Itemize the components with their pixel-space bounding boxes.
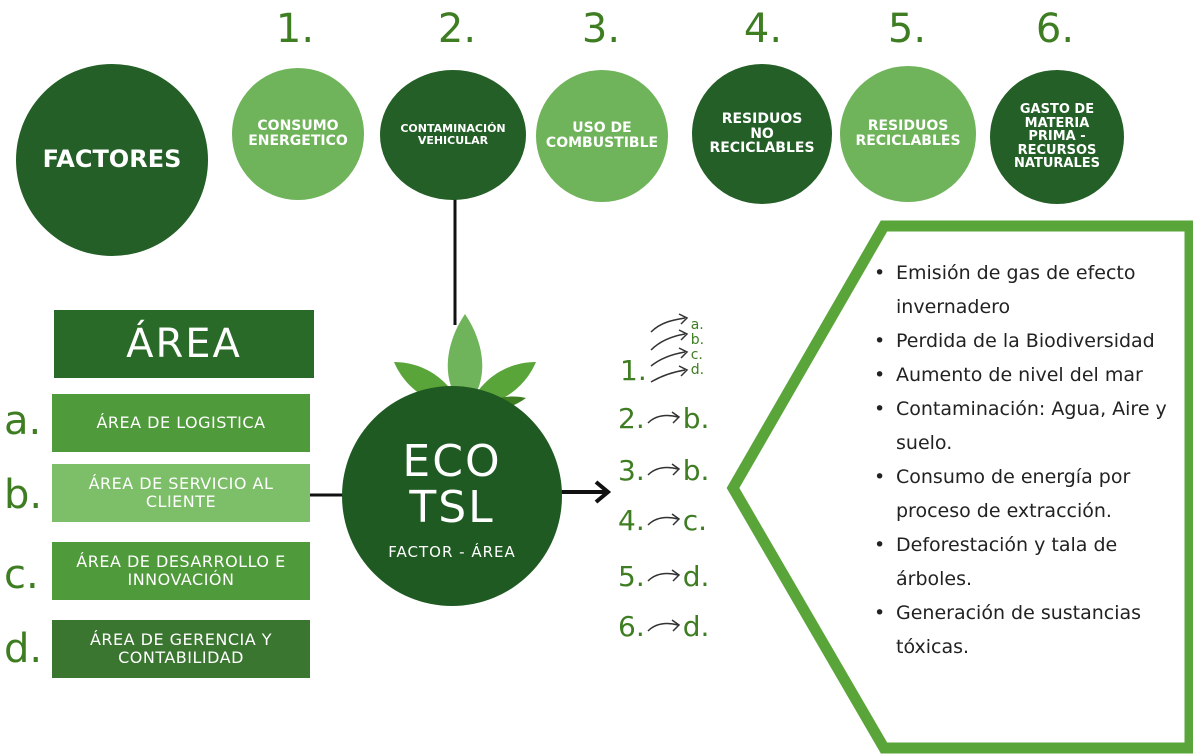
eco-to-mapping-arrow-head xyxy=(594,480,612,504)
factor-number-4: 4. xyxy=(743,6,783,52)
impact-item: Emisión de gas de efecto invernadero xyxy=(868,256,1193,324)
mapping-row-6: 6. d. xyxy=(618,610,709,643)
eco-tsl-circle: ECO TSL FACTOR - ÁREA xyxy=(342,386,562,606)
mapping-letter-3: b. xyxy=(682,454,710,487)
mapping-multi-arrow-icon xyxy=(650,313,688,383)
impact-item: Contaminación: Agua, Aire y suelo. xyxy=(868,392,1193,460)
area-box-gerencia-contabilidad: ÁREA DE GERENCIA Y CONTABILIDAD xyxy=(52,620,310,678)
area-letter-c: c. xyxy=(4,552,39,598)
mapping-arrow-icon xyxy=(647,618,680,632)
mapping-number-1: 1. xyxy=(620,353,647,387)
factor-number-3: 3. xyxy=(581,6,621,52)
mapping-letter-5: d. xyxy=(682,560,710,593)
impact-item: Consumo de energía por proceso de extrac… xyxy=(868,460,1193,528)
area-letter-b: b. xyxy=(4,472,43,518)
mapping-arrow-icon xyxy=(647,512,680,526)
area-letter-a: a. xyxy=(4,398,42,444)
mapping-letter-1d: d. xyxy=(690,362,705,378)
mapping-row-5: 5. d. xyxy=(618,560,709,593)
mapping-arrow-icon xyxy=(647,568,680,582)
factor-number-6: 6. xyxy=(1035,6,1075,52)
factor-number-5: 5. xyxy=(887,6,927,52)
impacts-frame xyxy=(726,220,1193,754)
impacts-list: Emisión de gas de efecto invernadero Per… xyxy=(868,256,1193,664)
mapping-number-2: 2. xyxy=(618,402,645,435)
factor-circle-contaminacion-vehicular: CONTAMINACIÓN VEHICULAR xyxy=(380,70,526,200)
mapping-letter-2: b. xyxy=(682,402,710,435)
factores-main-circle: FACTORES xyxy=(16,64,208,256)
eco-label: ECO xyxy=(402,435,502,487)
mapping-letter-4: c. xyxy=(682,504,708,537)
factor-circle-residuos-reciclables: RESIDUOS RECICLABLES xyxy=(840,66,976,202)
mapping-letter-1b: b. xyxy=(690,332,705,348)
mapping-arrow-icon xyxy=(647,410,680,424)
impact-item: Aumento de nivel del mar xyxy=(868,358,1193,392)
area-box-logistica: ÁREA DE LOGISTICA xyxy=(52,394,310,452)
area-title: ÁREA xyxy=(54,310,314,378)
factor-area-subtitle: FACTOR - ÁREA xyxy=(388,543,516,562)
tsl-label: TSL xyxy=(409,482,495,534)
mapping-row-2: 2. b. xyxy=(618,402,709,435)
impact-item: Deforestación y tala de árboles. xyxy=(868,528,1193,596)
mapping-arrow-icon xyxy=(647,462,680,476)
mapping-letter-1a: a. xyxy=(690,317,704,333)
mapping-number-4: 4. xyxy=(618,504,645,537)
mapping-number-5: 5. xyxy=(618,560,645,593)
factor-number-1: 1. xyxy=(275,6,315,52)
impact-item: Perdida de la Biodiversidad xyxy=(868,324,1193,358)
factor-circle-gasto-materia-prima: GASTO DE MATERIA PRIMA - RECURSOS NATURA… xyxy=(990,70,1124,204)
mapping-row-1: 1. a. b. c. d. xyxy=(620,308,704,388)
factor-circle-consumo-energetico: CONSUMO ENERGETICO xyxy=(232,68,364,200)
factor-circle-residuos-no-reciclables: RESIDUOS NO RECICLABLES xyxy=(692,64,832,204)
mapping-row-3: 3. b. xyxy=(618,454,709,487)
mapping-number-6: 6. xyxy=(618,610,645,643)
mapping-row-4: 4. c. xyxy=(618,504,707,537)
mapping-number-3: 3. xyxy=(618,454,645,487)
mapping-letter-1c: c. xyxy=(690,347,703,363)
factor-circle-uso-combustible: USO DE COMBUSTIBLE xyxy=(536,70,668,202)
area-box-servicio-cliente: ÁREA DE SERVICIO AL CLIENTE xyxy=(52,464,310,522)
area-box-desarrollo-innovacion: ÁREA DE DESARROLLO E INNOVACIÓN xyxy=(52,542,310,600)
factor-number-2: 2. xyxy=(437,6,477,52)
area-letter-d: d. xyxy=(4,626,43,672)
mapping-letter-6: d. xyxy=(682,610,710,643)
impact-item: Generación de sustancias tóxicas. xyxy=(868,596,1193,664)
